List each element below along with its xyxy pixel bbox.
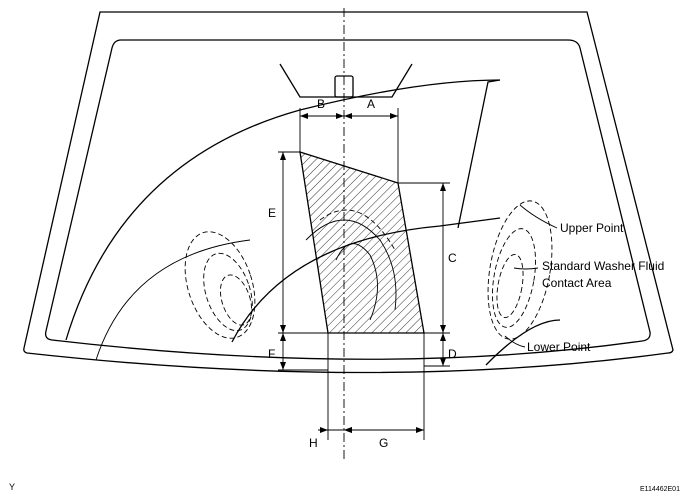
label-a: A: [367, 97, 375, 111]
arrow-h-left: [320, 427, 328, 433]
left-spray-ellipse-1: [184, 231, 256, 339]
wiper-arc-outer: [65, 79, 501, 341]
label-g: G: [379, 436, 388, 450]
right-spray-ellipse-3: [496, 253, 524, 319]
windshield-inner-outline: [44, 39, 651, 360]
label-e: E: [268, 206, 276, 220]
inner-curve-3: [319, 209, 396, 251]
callout-upper-point: Upper Point: [560, 221, 624, 235]
arrow-b-left: [300, 113, 308, 119]
figure-code: E114462E01: [640, 486, 680, 493]
callout-contact-area-line2: Contact Area: [542, 276, 612, 290]
arrow-f-top: [280, 333, 286, 341]
left-spray-ellipse-3: [219, 274, 253, 326]
wiper-arm-line: [457, 79, 501, 229]
arrow-a-left: [344, 113, 352, 119]
inner-curve-1: [305, 219, 397, 311]
corner-mark: Y: [9, 482, 15, 492]
leader-contact-area: [513, 267, 539, 270]
arrow-g-right: [416, 427, 424, 433]
mirror-mount-outline: [279, 63, 413, 98]
arrow-d-top: [440, 333, 446, 341]
contact-area-hatch: [299, 151, 425, 334]
arrow-d-bottom: [440, 358, 446, 366]
wiper-arc-lower: [95, 239, 251, 361]
windshield-outer-outline: [23, 11, 674, 374]
lower-sweep-arc: [485, 319, 561, 366]
label-h: H: [309, 436, 318, 450]
leader-lower-point: [504, 335, 526, 348]
label-c: C: [448, 251, 457, 265]
right-spray-ellipse-2: [492, 228, 536, 328]
arrow-e-bottom: [280, 325, 286, 333]
leader-upper-point: [519, 204, 558, 229]
arrow-f-bottom: [280, 362, 286, 370]
arrow-g-left: [344, 427, 352, 433]
arrow-b-right: [336, 113, 344, 119]
left-spray-ellipse-2: [203, 252, 253, 332]
inner-curve-2: [335, 243, 378, 321]
arrow-a-right: [390, 113, 398, 119]
callout-lower-point: Lower Point: [527, 340, 591, 354]
label-d: D: [448, 347, 457, 361]
label-b: B: [317, 97, 325, 111]
arrow-c-bottom: [440, 325, 446, 333]
arrow-e-top: [280, 152, 286, 160]
callout-contact-area-line1: Standard Washer Fluid: [542, 259, 664, 273]
label-f: F: [268, 347, 275, 361]
arrow-c-top: [440, 183, 446, 191]
